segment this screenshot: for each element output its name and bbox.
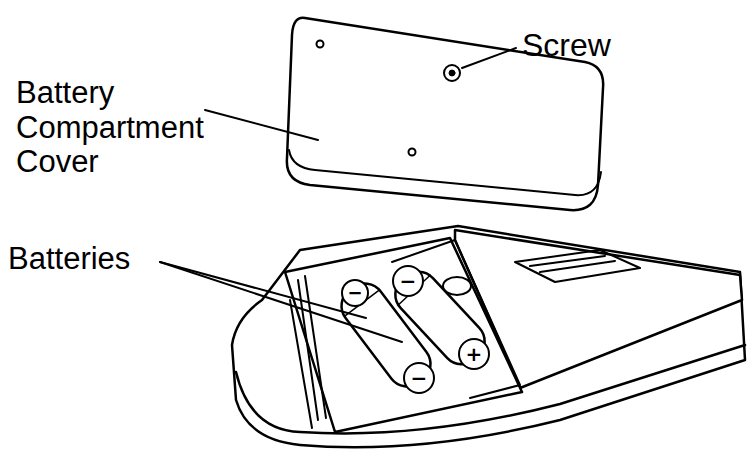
- polarity-sign: +: [466, 344, 483, 364]
- compartment-well: [285, 238, 522, 432]
- battery: [387, 264, 493, 373]
- screw-head: [449, 70, 455, 76]
- leader-line: [205, 110, 318, 140]
- part-label: Screw: [522, 28, 611, 64]
- polarity-sign: −: [400, 271, 417, 291]
- leader-line: [160, 262, 366, 318]
- polarity-circle: [459, 339, 489, 369]
- polarity-sign: −: [411, 368, 428, 388]
- part-label: Battery Compartment Cover: [16, 76, 206, 180]
- leader-line: [462, 48, 516, 68]
- part-label: Batteries: [8, 242, 130, 277]
- cover-hole: [409, 149, 416, 156]
- calculator-body: [232, 226, 745, 447]
- polarity-circle: [393, 266, 423, 296]
- polarity-sign: −: [347, 284, 362, 302]
- leader-line: [160, 262, 402, 342]
- cover-edge: [289, 150, 601, 195]
- cover-hole: [317, 41, 324, 48]
- polarity-circle: [404, 363, 434, 393]
- screw: [444, 65, 460, 81]
- slab-slot: [515, 250, 640, 282]
- polarity-circle: [342, 280, 368, 306]
